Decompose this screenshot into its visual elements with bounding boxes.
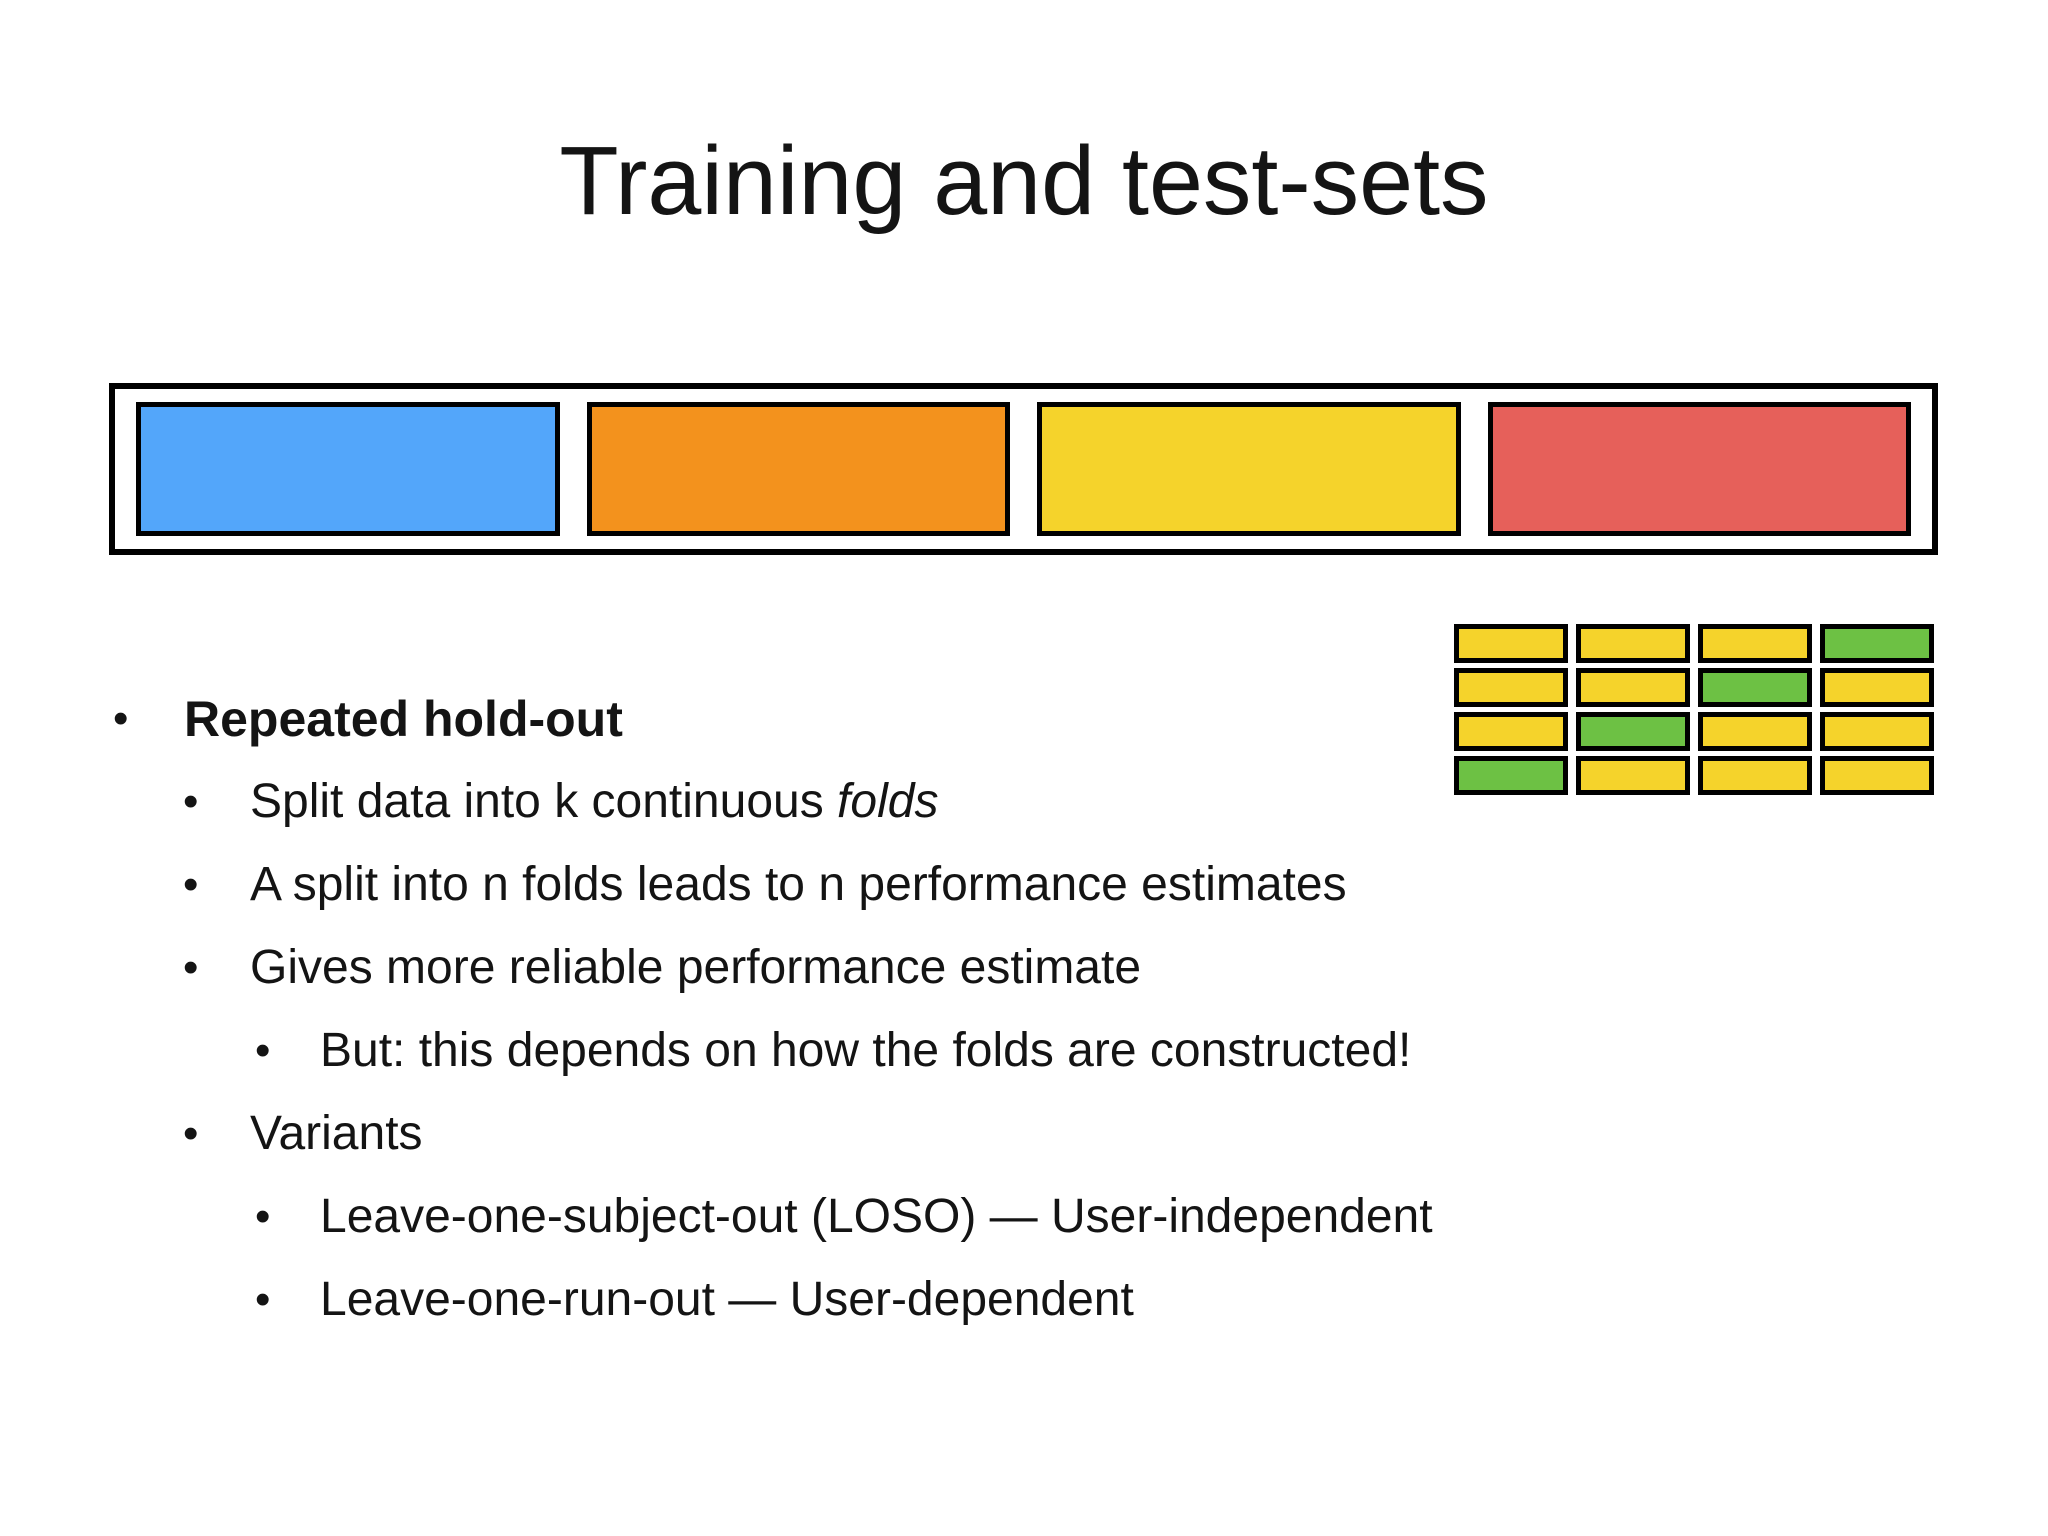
fold-grid-cell-r4c1-test	[1454, 756, 1568, 795]
bullet-item-level-2: • Gives more reliable performance estimat…	[0, 926, 2048, 1009]
fold-grid-cell-r1c3-train	[1698, 624, 1812, 663]
fold-grid-cell-r2c3-test	[1698, 668, 1812, 707]
bullet-item-level-2: • Variants	[0, 1092, 2048, 1175]
bullet-item-level-3: • Leave-one-run-out — User-dependent	[0, 1258, 2048, 1341]
fold-grid-cell-r2c4-train	[1820, 668, 1934, 707]
bullet-list: • Repeated hold-out • Split data into k con…	[0, 677, 2048, 1341]
bullet-text: Gives more reliable performance estimate	[250, 940, 1142, 994]
bullet-marker: •	[255, 1191, 271, 1241]
bullet-text: Split data into k continuous folds	[250, 774, 939, 828]
fold-grid-cell-r1c1-train	[1454, 624, 1568, 663]
bullet-marker: •	[183, 942, 199, 992]
bullet-text-run: Variants	[250, 1106, 423, 1160]
fold-grid-cell-r4c3-train	[1698, 756, 1812, 795]
bullet-marker: •	[183, 859, 199, 909]
fold-segment-orange	[586, 402, 1010, 536]
bullet-marker: •	[183, 1108, 199, 1158]
bullet-text-run: But: this depends on how the folds are c…	[320, 1023, 1412, 1077]
fold-grid-cell-r4c2-train	[1576, 756, 1690, 795]
fold-grid-cell-r1c4-test	[1820, 624, 1934, 663]
fold-grid-cell-r3c2-test	[1576, 712, 1690, 751]
bullet-text-run: Split data into k continuous	[250, 774, 838, 828]
bullet-text-run: Leave-one-run-out — User-dependent	[320, 1272, 1134, 1326]
bullet-text: But: this depends on how the folds are c…	[320, 1023, 1412, 1077]
bullet-item-level-1: • Repeated hold-out	[0, 677, 2048, 760]
slide-title: Training and test-sets	[559, 126, 1489, 235]
fold-grid-cell-r4c4-train	[1820, 756, 1934, 795]
bullet-text-run: folds	[837, 774, 939, 828]
bullet-text: Repeated hold-out	[184, 694, 623, 744]
bullet-item-level-2: • Split data into k continuous folds	[0, 760, 2048, 843]
fold-segment-red	[1487, 402, 1911, 536]
fold-grid-cell-r2c1-train	[1454, 668, 1568, 707]
fold-segment-yellow	[1037, 402, 1461, 536]
bullet-text: Leave-one-subject-out (LOSO) — User-inde…	[320, 1189, 1433, 1243]
fold-grid-cell-r3c4-train	[1820, 712, 1934, 751]
fold-grid-cell-r2c2-train	[1576, 668, 1690, 707]
bullet-item-level-2: • A split into n folds leads to n perform…	[0, 843, 2048, 926]
bullet-item-level-3: • Leave-one-subject-out (LOSO) — User-ind…	[0, 1175, 2048, 1258]
bullet-text-run: A split into n folds leads to n performa…	[250, 857, 1347, 911]
bullet-marker: •	[183, 776, 199, 826]
bullet-marker: •	[255, 1274, 271, 1324]
bullet-text-run: Gives more reliable performance estimate	[250, 940, 1142, 994]
bullet-text: Variants	[250, 1106, 423, 1160]
bullet-text-run: Leave-one-subject-out (LOSO) — User-inde…	[320, 1189, 1433, 1243]
bullet-marker: •	[113, 693, 129, 743]
fold-grid-cell-r3c1-train	[1454, 712, 1568, 751]
bullet-text: A split into n folds leads to n performa…	[250, 857, 1347, 911]
bullet-marker: •	[255, 1025, 271, 1075]
fold-segment-blue	[136, 402, 560, 536]
fold-grid-cell-r1c2-train	[1576, 624, 1690, 663]
fold-grid	[1454, 624, 1934, 795]
bullet-text-run: Repeated hold-out	[184, 690, 623, 747]
fold-bar	[109, 383, 1938, 555]
fold-grid-cell-r3c3-train	[1698, 712, 1812, 751]
bullet-item-level-3: • But: this depends on how the folds are …	[0, 1009, 2048, 1092]
bullet-text: Leave-one-run-out — User-dependent	[320, 1272, 1134, 1326]
